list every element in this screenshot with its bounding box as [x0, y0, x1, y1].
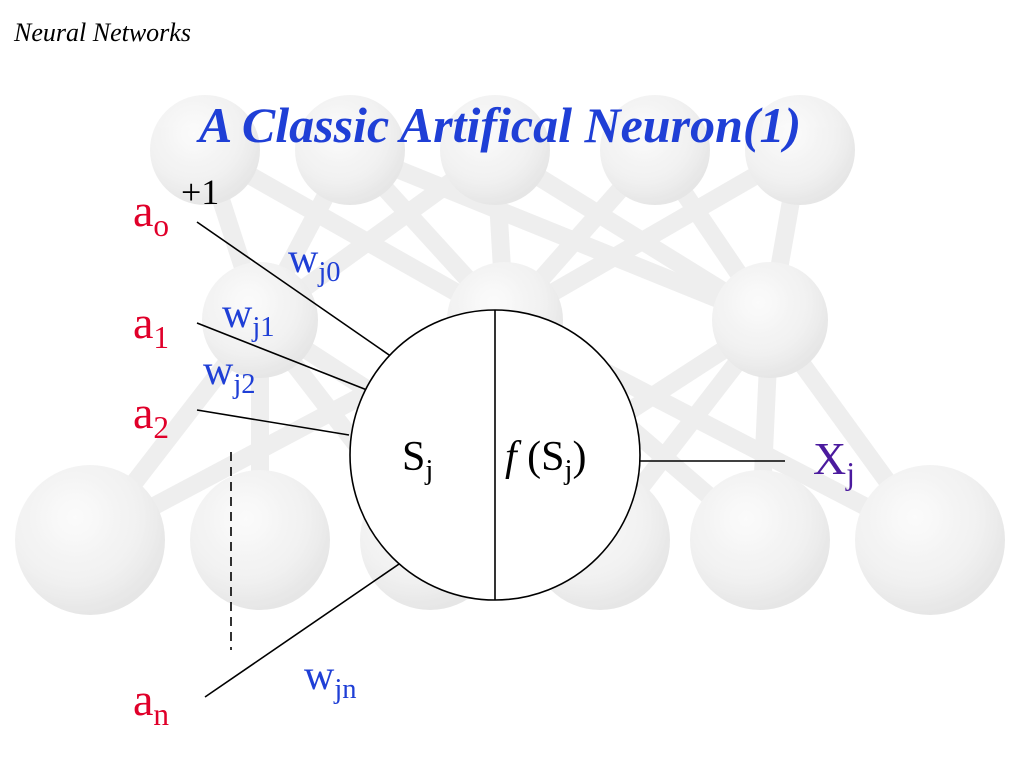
activation-label: f (Sj): [505, 434, 587, 487]
weight-label-j0: wj0: [288, 236, 341, 289]
input-label-an: an: [133, 674, 170, 732]
input-line-an: [204, 561, 403, 698]
input-label-a2: a2: [133, 387, 170, 445]
input-label-a0: ao: [133, 185, 170, 243]
sum-label: Sj: [402, 434, 434, 487]
weight-label-j1: wj1: [222, 291, 275, 344]
slide-title: A Classic Artifical Neuron(1): [198, 97, 802, 153]
bias-value: +1: [181, 172, 220, 212]
slide-header: Neural Networks: [14, 18, 191, 47]
weight-label-j2: wj2: [203, 348, 256, 401]
input-line-a1: [196, 322, 368, 391]
weight-label-jn: wjn: [304, 653, 357, 706]
input-label-a1: a1: [133, 297, 170, 355]
input-line-a2: [196, 409, 350, 436]
output-label: Xj: [813, 433, 855, 491]
input-line-a0: [196, 221, 393, 358]
